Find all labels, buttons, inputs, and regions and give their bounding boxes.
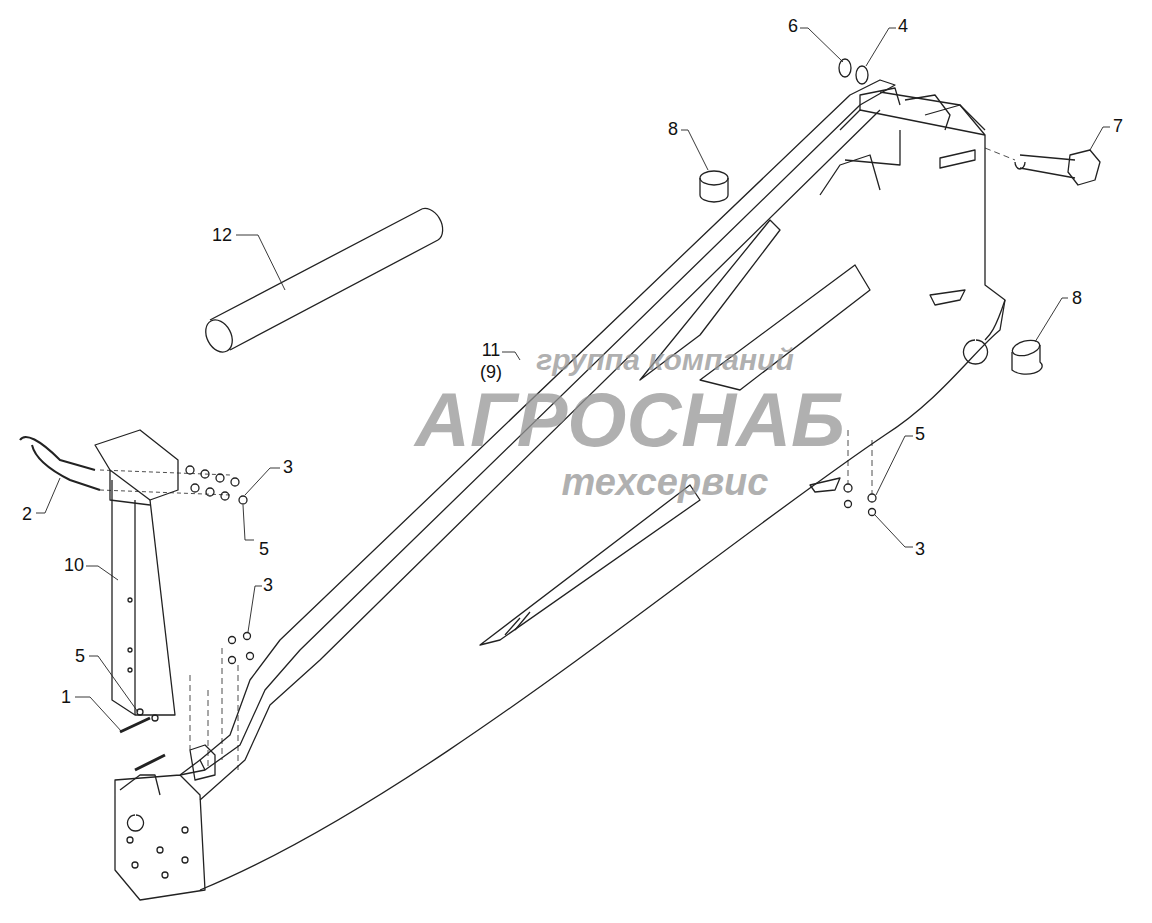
hole	[162, 872, 168, 878]
callout-number: (9)	[480, 363, 502, 381]
callout-number: 4	[898, 17, 908, 35]
assembly-line	[985, 148, 1015, 160]
hole	[128, 668, 132, 672]
callout-number: 6	[788, 17, 798, 35]
callout-number: 8	[668, 120, 678, 138]
ring	[856, 66, 868, 84]
support-bracket	[112, 480, 175, 715]
boom-top-flange	[200, 110, 880, 800]
hole	[128, 648, 132, 652]
boom-outline	[200, 92, 1005, 890]
callout-number: 3	[915, 540, 925, 558]
callout-number: 3	[263, 576, 273, 594]
hole	[182, 827, 188, 833]
callout-number: 8	[1072, 289, 1082, 307]
tube	[210, 210, 438, 350]
bracket-lug	[190, 745, 215, 780]
callout-number: 12	[212, 226, 232, 244]
bushing	[700, 171, 728, 185]
callout-number: 7	[1113, 117, 1123, 135]
callout-number: 1	[61, 688, 71, 706]
assembly-line	[190, 648, 238, 770]
mount-plate	[115, 760, 205, 900]
assembly-line	[100, 470, 230, 495]
callout-number: 2	[22, 505, 32, 523]
boom-head	[840, 110, 985, 165]
hole	[132, 862, 138, 868]
pin	[1015, 155, 1075, 178]
hole	[128, 598, 132, 602]
callout-number: 10	[64, 556, 84, 574]
callout-number: 11	[482, 341, 501, 359]
bushing	[1011, 338, 1042, 359]
boom-head	[820, 155, 880, 195]
hole	[127, 837, 133, 843]
hole	[157, 847, 163, 853]
bolt	[120, 718, 165, 770]
watermark: техсервис	[562, 463, 769, 501]
leader-lines	[36, 28, 1110, 732]
support-bracket	[134, 500, 135, 715]
hole	[182, 857, 188, 863]
boom-lugs	[860, 88, 985, 130]
boom-cutout	[505, 612, 530, 635]
watermark: АГРОСНАБ	[415, 382, 845, 458]
bushing	[700, 178, 728, 202]
callout-number: 3	[283, 458, 293, 476]
assembly-line	[848, 430, 872, 494]
u-bolt	[20, 437, 100, 490]
boom-pivot	[964, 300, 1005, 364]
boom-window	[940, 150, 975, 168]
boom-top-flange	[180, 80, 895, 775]
callout-number: 5	[75, 647, 85, 665]
support-bracket	[95, 430, 178, 505]
tube	[420, 208, 443, 240]
watermark: группа компаний	[536, 345, 793, 375]
pin-head	[1068, 150, 1100, 185]
callout-number: 5	[915, 425, 925, 443]
ring	[839, 59, 851, 77]
boom-cutout	[480, 485, 700, 645]
mount-plate	[120, 775, 160, 831]
callout-number: 5	[259, 540, 269, 558]
tube	[200, 315, 237, 356]
